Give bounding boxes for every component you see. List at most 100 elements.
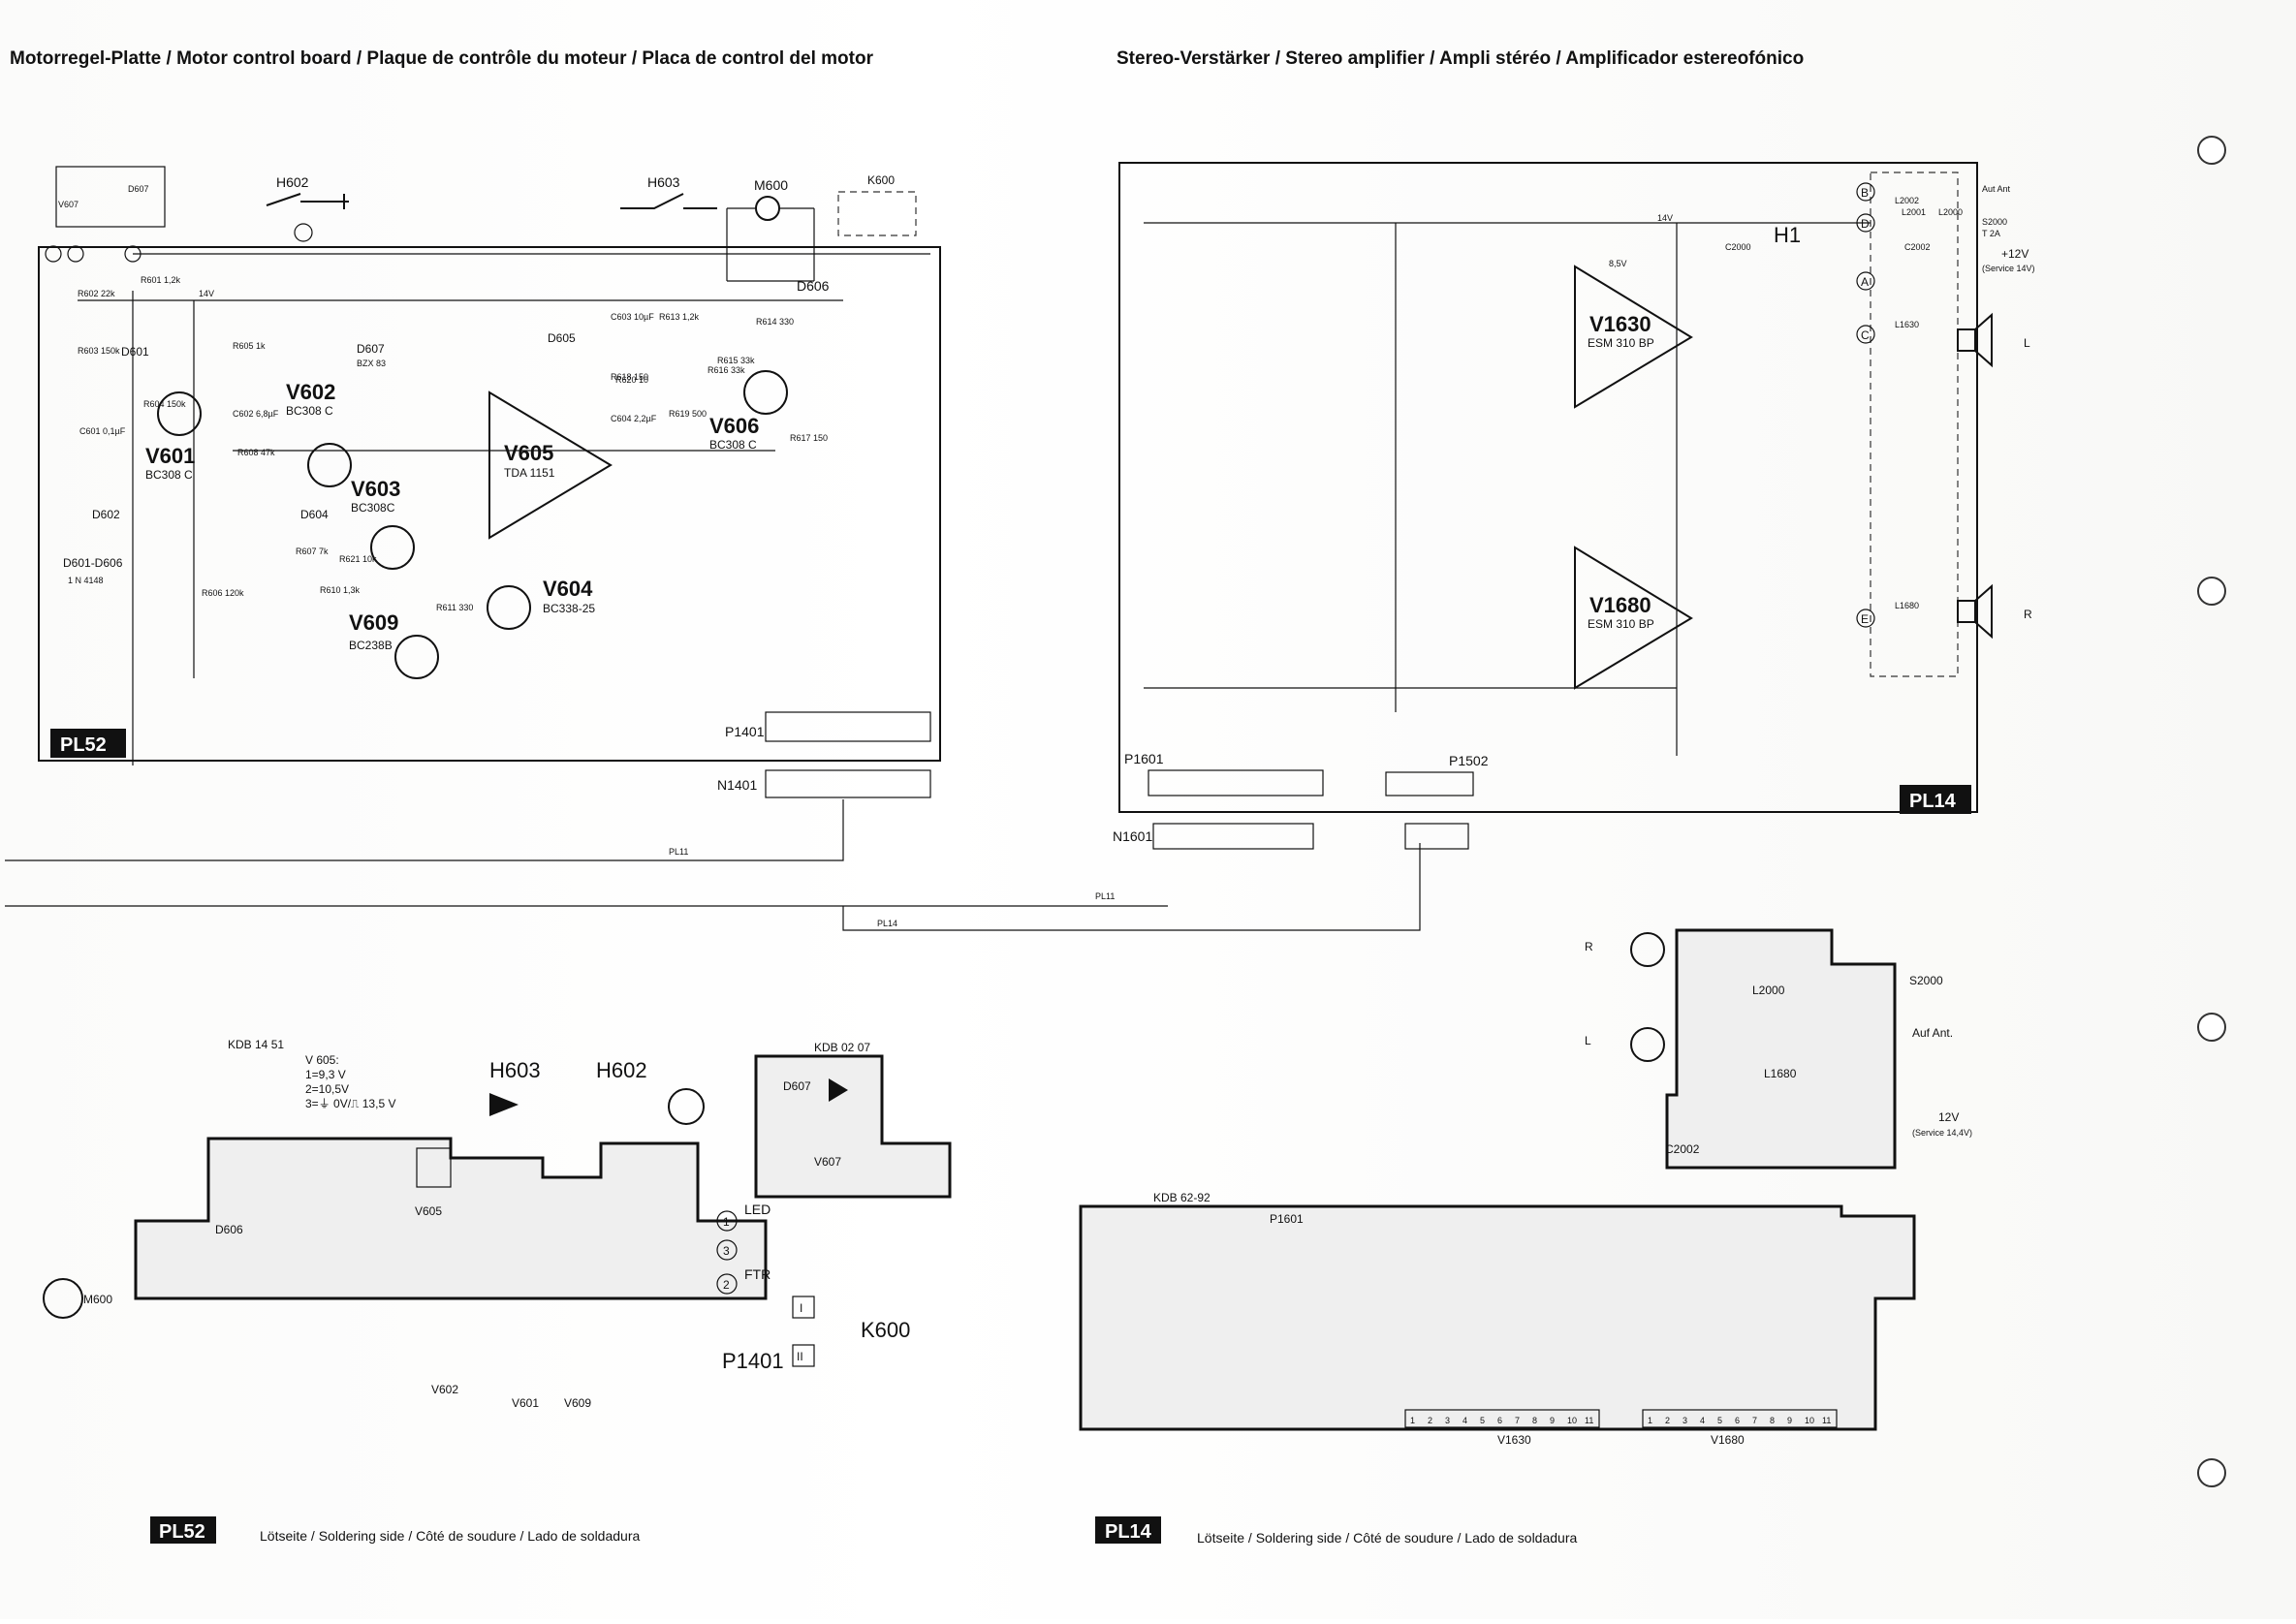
motor-resistor-15: R617 150 [790,433,828,443]
motor-capacitor-3: C603 10µF [611,312,654,322]
v605-type: TDA 1151 [504,466,555,480]
supply-14v: 14V [199,289,214,298]
p1502-label: P1502 [1449,753,1489,768]
motor-resistor-10: R611 330 [436,603,473,612]
motor-wiring [726,207,815,282]
v1630-pin-5: 5 [1480,1416,1485,1425]
tacho-wave-icon [668,1088,705,1125]
pcb-supply-label: 12V [1938,1110,1959,1124]
pcb-s2000-label: S2000 [1909,974,1943,987]
motor-resistor-9: R610 1,3k [320,585,361,595]
relay-ii-box [792,1344,815,1367]
h1-label: H1 [1774,223,1801,247]
pl14-badge [1900,785,1971,814]
relay-ii-label: II [797,1350,803,1363]
v1630-pin-row [1404,1409,1600,1428]
h602-switch-icon [266,193,349,209]
pin-3 [45,245,62,263]
pl52-badge-text: PL52 [60,734,107,756]
pcb-h602-label: H602 [596,1058,647,1082]
v1630-pin-2: 2 [1428,1416,1432,1425]
v1680-pin-3: 3 [1683,1416,1687,1425]
pcb-l1680-label: L1680 [1764,1067,1797,1080]
pcb-d606-label: D606 [215,1223,243,1236]
d607-schematic-label: D607 [357,342,385,356]
pcb-r-label: R [1585,940,1593,953]
motor-resistor-7: R607 7k [296,547,329,556]
motor-resistor-19: R621 10k [339,554,377,564]
motor-capacitor-4: C604 2,2µF [611,414,657,423]
connector-a-letter: A [1861,275,1869,289]
v604-transistor-icon [487,585,531,630]
bus-lines [5,799,1421,931]
wiring [78,253,930,765]
motor-resistor-3: R603 150k [78,346,120,356]
pcb-v605-label: V605 [415,1204,442,1218]
h603-arrow-icon [489,1093,519,1116]
h603-label: H603 [647,174,680,190]
k600-relay-box [837,191,917,236]
pcb-h603-label: H603 [489,1058,541,1082]
d602-label: D602 [92,508,120,521]
pcb-k600-label: K600 [861,1318,910,1342]
pcb-v602-label: V602 [431,1383,458,1396]
pl52-board-outline [38,246,941,762]
motor-resistor-16: R618 150 [611,372,648,382]
bus-pl14: PL14 [877,919,897,928]
stereo-amp-schematic: V1630 ESM 310 BP V1680 ESM 310 BP H1 L20… [1113,162,2035,850]
pcb-aut-ant-label: Auf Ant. [1912,1026,1953,1040]
motor-resistor-18: R620 10 [615,375,648,385]
v1630-amplifier-icon [1574,265,1693,409]
n1401-label: N1401 [717,777,757,793]
aut-ant-label: Aut Ant [1982,184,2011,194]
v606-label: V606 [709,414,759,438]
pcb-motor-icon [43,1278,83,1319]
diode-range-label: D601-D606 [63,556,123,570]
pcb-service-label: (Service 14,4V) [1912,1128,1972,1138]
v1680-pin-9: 9 [1787,1416,1792,1425]
pcb-pin-2-num: 2 [723,1278,730,1292]
v605-amplifier-icon [488,390,613,540]
v1630-pin-4: 4 [1463,1416,1467,1425]
motor-pcb-outline [134,1137,768,1300]
v1630-pin-3: 3 [1445,1416,1450,1425]
v607-label: V607 [58,200,79,209]
d606-label: D606 [797,278,830,294]
l1630-label: L1630 [1895,320,1919,329]
binder-hole-3 [2197,1013,2226,1042]
amp-wiring [1144,222,1871,756]
motor-resistor-13: R615 33k [717,356,755,365]
v601-type: BC308 C [145,468,193,482]
l2001-label: L2001 [1902,207,1926,217]
bus-pl11-left: PL11 [669,847,688,857]
v605-ic-footprint [416,1147,452,1188]
v1630-pin-10: 10 [1567,1416,1577,1425]
speaker-right-icon [1957,583,1993,640]
v1680-label: V1680 [1589,593,1651,617]
h602-label: H602 [276,174,309,190]
v603-label: V603 [351,477,400,501]
connector-e-letter: E [1861,612,1869,626]
v605-pin-3: 3=⏚ 0V/⎍ 13,5 V [305,1097,395,1110]
v1630-pin-6: 6 [1497,1416,1502,1425]
speaker-right-label: R [2024,608,2032,621]
speaker-jack-l-icon [1630,1027,1665,1062]
amp-pcb-layout: KDB 62-92 S2000 L2000 L1680 Auf Ant. 12V… [1079,928,1972,1447]
v1680-amplifier-icon [1574,546,1693,690]
l2002-label: L2002 [1895,196,1919,205]
pcb-p1601-label: P1601 [1270,1212,1304,1226]
speaker-jack-r-icon [1630,932,1665,967]
relay-i-box [792,1296,815,1319]
v1680-pin-10: 10 [1805,1416,1814,1425]
output-pcb-outline [1665,928,1897,1170]
pcb-v1630-label: V1630 [1497,1433,1531,1447]
p1601-connector [1148,769,1324,796]
opto-coupler-box [55,166,166,228]
footer-pl14-badge [1095,1516,1161,1544]
p1601-label: P1601 [1124,751,1164,766]
connector-d-letter: D [1861,217,1870,231]
binder-hole-2 [2197,577,2226,606]
p1401-label: P1401 [725,724,765,739]
pcb-v1680-label: V1680 [1711,1433,1745,1447]
